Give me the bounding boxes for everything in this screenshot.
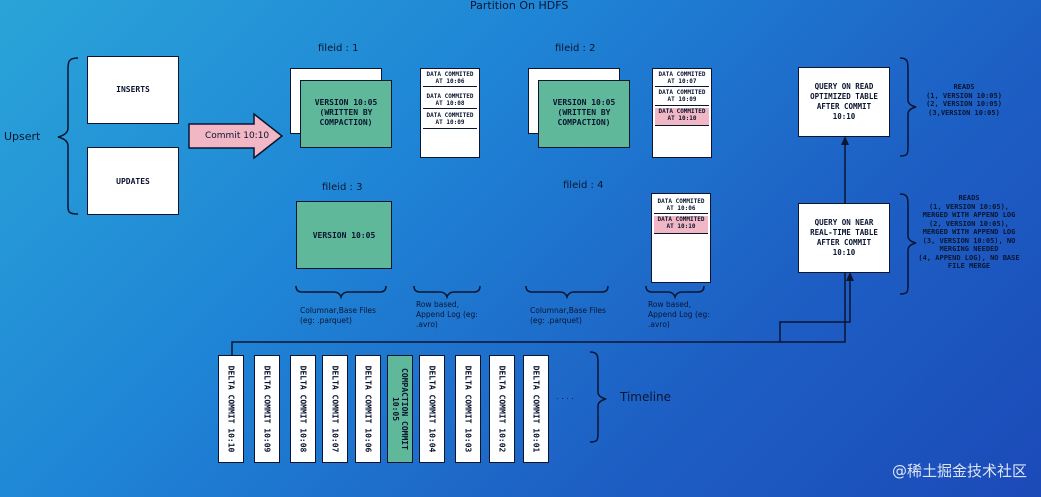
timeline-item-5-label: DELTA COMMIT 10:06 xyxy=(363,365,373,453)
fileid-1-label: fileid : 1 xyxy=(318,43,359,54)
watermark: @稀土掘金技术社区 xyxy=(891,462,1027,480)
fileid-1-base-file: VERSION 10:05 (WRITTEN BY COMPACTION) xyxy=(300,80,392,148)
reads-read-optimized: READS (1, VERSION 10:05) (2, VERSION 10:… xyxy=(926,83,1002,117)
query-near-realtime: QUERY ON NEAR REAL-TIME TABLE AFTER COMM… xyxy=(798,203,890,273)
reads-near-realtime: READS (1, VERSION 10:05), MERGED WITH AP… xyxy=(918,194,1020,270)
inserts-label: INSERTS xyxy=(116,85,150,94)
timeline-item-1: DELTA COMMIT 10:10 xyxy=(218,355,244,463)
upsert-label: Upsert xyxy=(4,130,41,143)
timeline-item-9-label: DELTA COMMIT 10:02 xyxy=(497,365,507,453)
timeline-item-2: DELTA COMMIT 10:09 xyxy=(254,355,280,463)
fileid-1-log: DATA COMMITED AT 10:06 DATA COMMITED AT … xyxy=(420,68,480,158)
timeline-item-4: DELTA COMMIT 10:07 xyxy=(322,355,348,463)
under-brace-1 xyxy=(295,285,387,300)
updates-label: UPDATES xyxy=(116,177,150,186)
fileid-2-log-entry-3: DATA COMMITED AT 10:10 xyxy=(655,108,709,126)
fileid-4-label: fileid : 4 xyxy=(563,180,604,191)
upsert-brace xyxy=(57,57,79,215)
timeline-to-query-2-line xyxy=(779,276,851,342)
fileid-2-base-file: VERSION 10:05 (WRITTEN BY COMPACTION) xyxy=(538,80,630,148)
timeline-item-9: DELTA COMMIT 10:02 xyxy=(489,355,515,463)
query-near-realtime-label: QUERY ON NEAR REAL-TIME TABLE AFTER COMM… xyxy=(810,218,878,257)
rowbased-note-2: Row based, Append Log (eg: .avro) xyxy=(648,300,710,329)
timeline-item-1-label: DELTA COMMIT 10:10 xyxy=(226,365,236,453)
timeline-item-4-label: DELTA COMMIT 10:07 xyxy=(330,365,340,453)
timeline-brace xyxy=(589,351,607,443)
arrowhead-query-1 xyxy=(841,136,849,145)
inserts-box: INSERTS xyxy=(87,56,179,124)
fileid-2-base-label: VERSION 10:05 (WRITTEN BY COMPACTION) xyxy=(552,98,616,127)
under-brace-4 xyxy=(645,285,705,300)
columnar-note-1: Columnar,Base Files (eg: .parquet) xyxy=(300,306,376,325)
timeline-item-7: DELTA COMMIT 10:04 xyxy=(419,355,445,463)
timeline-item-8-label: DELTA COMMIT 10:03 xyxy=(463,365,473,453)
reads-2-brace xyxy=(899,193,917,295)
fileid-3-base-label: VERSION 10:05 xyxy=(312,231,376,240)
arrowhead-query-2 xyxy=(846,272,854,281)
fileid-4-log-entry-1: DATA COMMITED AT 10:06 xyxy=(654,198,708,214)
fileid-4-log-entry-2: DATA COMMITED AT 10:10 xyxy=(654,216,708,234)
fileid-3-base-file: VERSION 10:05 xyxy=(296,201,392,269)
diagram-title: Partition On HDFS xyxy=(470,0,569,12)
fileid-2-label: fileid : 2 xyxy=(555,43,596,54)
commit-arrow xyxy=(188,112,284,160)
timeline-item-compaction-label: COMPACTION COMMIT 10:05 xyxy=(391,368,409,450)
updates-box: UPDATES xyxy=(87,147,179,215)
fileid-2-log-entry-1: DATA COMMITED AT 10:07 xyxy=(655,71,709,87)
under-brace-2 xyxy=(413,285,481,300)
rowbased-note-1: Row based, Append Log (eg: .avro) xyxy=(416,300,478,329)
fileid-2-log-entry-2: DATA COMMITED AT 10:09 xyxy=(655,89,709,106)
fileid-1-log-entry-1: DATA COMMITED AT 10:06 xyxy=(423,71,477,87)
timeline-item-compaction: COMPACTION COMMIT 10:05 xyxy=(387,355,413,463)
timeline-ellipsis: . . . . xyxy=(556,392,574,401)
timeline-item-3-label: DELTA COMMIT 10:08 xyxy=(298,365,308,453)
timeline-item-3: DELTA COMMIT 10:08 xyxy=(290,355,316,463)
fileid-4-log: DATA COMMITED AT 10:06 DATA COMMITED AT … xyxy=(651,193,711,283)
under-brace-3 xyxy=(525,285,609,300)
timeline-item-5: DELTA COMMIT 10:06 xyxy=(355,355,381,463)
fileid-3-label: fileid : 3 xyxy=(322,182,363,193)
fileid-1-base-label: VERSION 10:05 (WRITTEN BY COMPACTION) xyxy=(314,98,378,127)
timeline-label: Timeline xyxy=(620,390,672,404)
timeline-item-7-label: DELTA COMMIT 10:04 xyxy=(427,365,437,453)
fileid-1-log-entry-2: DATA COMMITED AT 10:08 xyxy=(423,93,477,109)
commit-arrow-label: Commit 10:10 xyxy=(205,131,270,141)
timeline-item-2-label: DELTA COMMIT 10:09 xyxy=(262,365,272,453)
timeline-item-10: DELTA COMMIT 10:01 xyxy=(523,355,549,463)
fileid-2-log: DATA COMMITED AT 10:07 DATA COMMITED AT … xyxy=(652,68,712,158)
reads-1-brace xyxy=(899,57,917,157)
fileid-1-log-entry-3: DATA COMMITED AT 10:09 xyxy=(423,112,477,129)
query-read-optimized-label: QUERY ON READ OPTIMIZED TABLE AFTER COMM… xyxy=(810,82,878,121)
timeline-item-10-label: DELTA COMMIT 10:01 xyxy=(531,365,541,453)
columnar-note-2: Columnar,Base Files (eg: .parquet) xyxy=(530,306,606,325)
query-read-optimized: QUERY ON READ OPTIMIZED TABLE AFTER COMM… xyxy=(798,67,890,137)
timeline-item-8: DELTA COMMIT 10:03 xyxy=(455,355,481,463)
